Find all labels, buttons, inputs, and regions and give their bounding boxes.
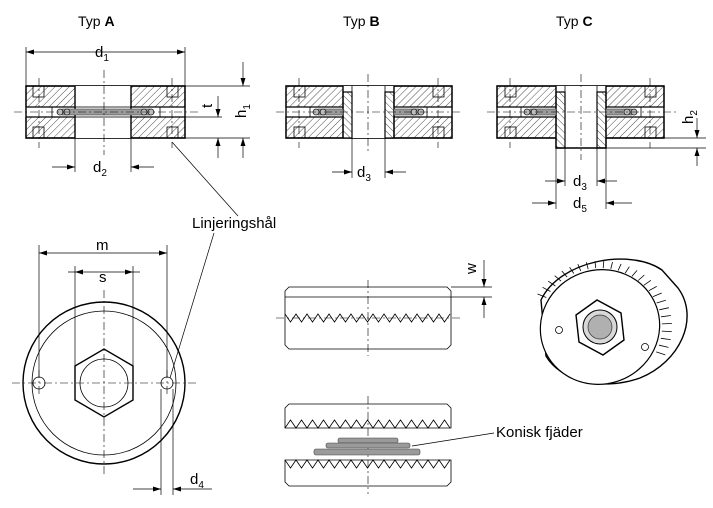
callout-alignment-holes: Linjeringshål: [169, 141, 276, 379]
typ-b-title: Typ B: [343, 13, 380, 29]
dim-m: m: [96, 237, 109, 254]
side-view-exploded: Konisk fjäder: [284, 396, 583, 494]
side-view-assembled: w: [276, 260, 492, 356]
dim-d5: d5: [573, 195, 587, 215]
dim-d1: d1: [95, 44, 109, 64]
dim-d3-c: d3: [573, 173, 587, 193]
dim-h2: h2: [680, 110, 700, 124]
conical-spring: [313, 437, 421, 456]
view-typ-a: Typ A d1: [14, 13, 253, 179]
view-typ-b: Typ B d3: [276, 13, 462, 184]
dim-d4: d4: [190, 471, 204, 491]
knurl-edge: [537, 261, 672, 356]
dim-h1: h1: [233, 104, 253, 118]
top-view: m s d4: [12, 237, 212, 495]
typ-c-title: Typ C: [556, 13, 593, 29]
dim-d2: d2: [93, 159, 107, 179]
dim-d3-b: d3: [357, 164, 371, 184]
dim-s: s: [99, 269, 107, 286]
typ-a-title: Typ A: [78, 13, 115, 29]
view-typ-c: Typ C h2: [487, 13, 706, 215]
dim-w: w: [463, 263, 480, 275]
dim-t: t: [199, 103, 216, 108]
isometric-view: [537, 258, 688, 385]
alignment-holes-label: Linjeringshål: [192, 215, 276, 232]
conical-spring-label: Konisk fjäder: [496, 424, 583, 441]
